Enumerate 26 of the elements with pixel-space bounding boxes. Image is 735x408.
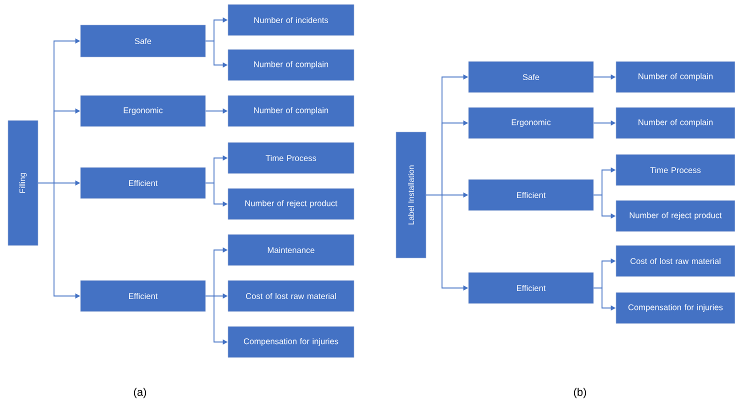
category-box: Label Installation — [396, 132, 426, 258]
process-box: Ergonomic — [80, 95, 206, 127]
process-box: Efficient — [80, 167, 206, 199]
process-box: Number of reject product — [228, 188, 354, 220]
process-box: Compensation for injuries — [616, 292, 735, 324]
process-box: Number of incidents — [228, 4, 354, 36]
process-box: Safe — [80, 24, 206, 58]
process-box: Time Process — [616, 154, 735, 186]
process-box: Ergonomic — [468, 107, 594, 139]
process-box: Cost of lost raw material — [228, 280, 354, 312]
process-box: Efficient — [468, 272, 594, 304]
process-box: Safe — [468, 61, 594, 93]
process-box: Cost of lost raw material — [616, 245, 735, 277]
panel-label: (b) — [574, 388, 586, 398]
category-box: Filling — [8, 120, 38, 246]
process-box: Number of complain — [228, 49, 354, 81]
process-box: Number of complain — [616, 107, 735, 139]
process-box: Compensation for injuries — [228, 326, 354, 358]
process-box: Time Process — [228, 142, 354, 174]
process-box: Number of reject product — [616, 200, 735, 232]
panel-label: (a) — [134, 388, 146, 398]
process-box: Number of complain — [616, 61, 735, 93]
process-box: Efficient — [80, 280, 206, 312]
process-box: Maintenance — [228, 234, 354, 266]
process-box: Number of complain — [228, 95, 354, 127]
process-box: Efficient — [468, 179, 594, 211]
